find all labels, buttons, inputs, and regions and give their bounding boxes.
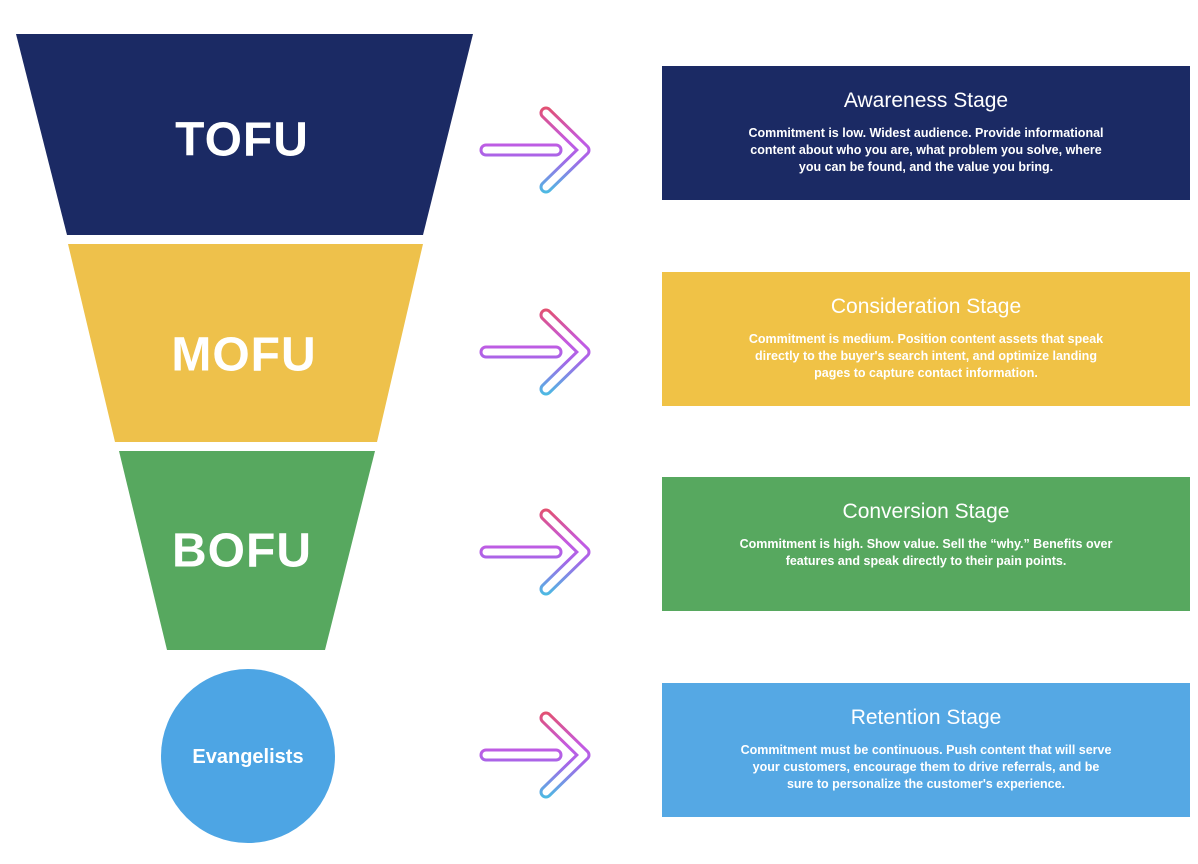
stage-card-title: Awareness Stage (843, 89, 1009, 112)
funnel-stage-mofu-label: MOFU (171, 329, 316, 382)
stage-card-conversion: Conversion Stage Commitment is high. Sho… (662, 477, 1190, 611)
right-arrow-icon (479, 711, 591, 799)
stage-card-title: Retention Stage (850, 706, 1002, 729)
funnel-stage-bofu-shape (119, 451, 375, 650)
stage-card-description: Commitment must be continuous. Push cont… (740, 743, 1112, 792)
funnel-stage-bofu-label: BOFU (172, 525, 312, 578)
stage-card-consideration: Consideration Stage Commitment is medium… (662, 272, 1190, 406)
evangelists-circle (161, 669, 335, 843)
funnel-graphic: TOFU MOFU BOFU Evangelists (16, 34, 473, 843)
stage-card-description: Commitment is high. Show value. Sell the… (739, 537, 1113, 569)
stage-card-retention: Retention Stage Commitment must be conti… (662, 683, 1190, 817)
right-arrow-icon (479, 308, 591, 396)
funnel-stage-mofu-shape (68, 244, 423, 442)
funnel-stage-tofu-shape (16, 34, 473, 235)
stage-card-awareness: Awareness Stage Commitment is low. Wides… (662, 66, 1190, 200)
right-arrow-icon (479, 106, 591, 194)
stage-card-title: Consideration Stage (830, 295, 1022, 318)
funnel-stage-tofu-label: TOFU (175, 114, 309, 167)
evangelists-label: Evangelists (192, 746, 303, 768)
right-arrow-icon (479, 508, 591, 596)
stage-card-description: Commitment is low. Widest audience. Prov… (748, 126, 1104, 175)
stage-card-description: Commitment is medium. Position content a… (748, 332, 1104, 381)
stage-card-title: Conversion Stage (842, 500, 1010, 523)
